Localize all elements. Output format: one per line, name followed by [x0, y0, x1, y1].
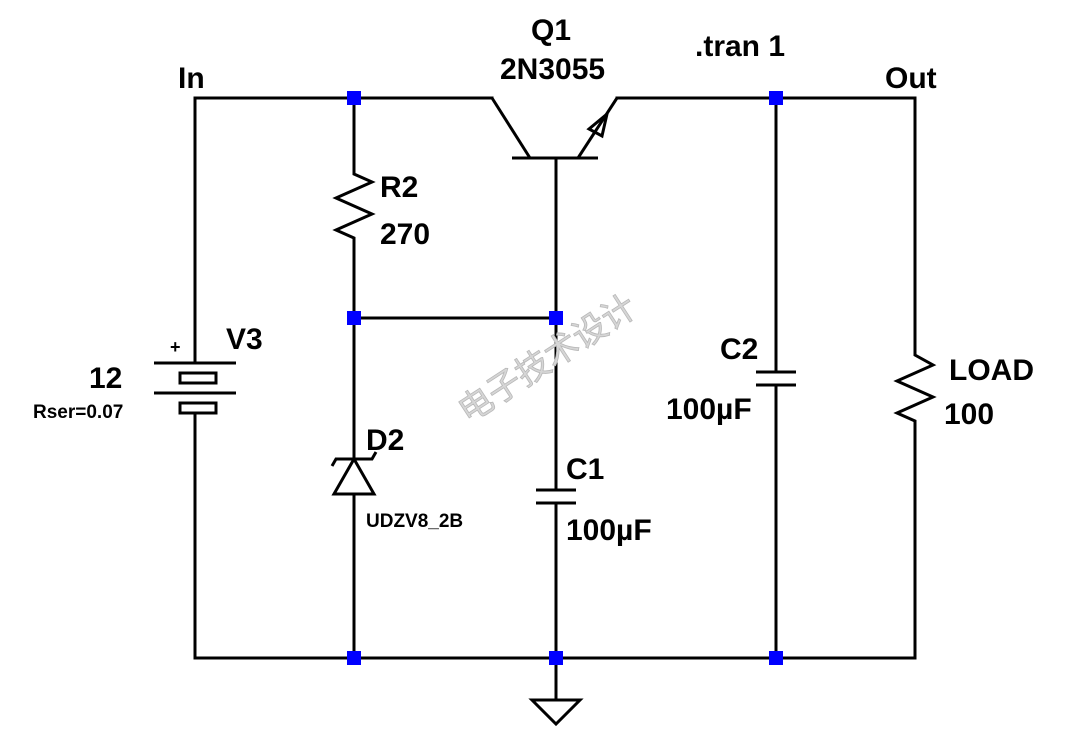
node-top-c2[interactable]	[769, 91, 783, 105]
q1-emitter-lead	[576, 97, 619, 159]
node-mid-r2[interactable]	[347, 311, 361, 325]
node-top-r2[interactable]	[347, 91, 361, 105]
v3-short-plate-top	[178, 371, 218, 385]
capacitor-c1-symbol	[536, 488, 576, 505]
battery-v3-symbol	[154, 361, 236, 415]
node-bottom-c2[interactable]	[769, 651, 783, 665]
d2-name-label[interactable]: D2	[366, 424, 404, 457]
load-name-label[interactable]: LOAD	[949, 354, 1034, 387]
node-bottom-c1[interactable]	[549, 651, 563, 665]
q1-emitter-arrow	[586, 110, 610, 139]
node-mid-base[interactable]	[549, 311, 563, 325]
q1-part-label[interactable]: 2N3055	[500, 53, 605, 86]
resistor-load-symbol	[893, 345, 937, 430]
tran-directive[interactable]: .tran 1	[695, 30, 785, 63]
capacitor-c2-symbol	[756, 370, 796, 387]
v3-rser-label[interactable]: Rser=0.07	[33, 402, 123, 423]
watermark-text: 电子技术设计	[451, 287, 644, 432]
c2-value-label[interactable]: 100µF	[666, 393, 752, 426]
load-value-label[interactable]: 100	[944, 398, 994, 431]
d2-part-label[interactable]: UDZV8_2B	[366, 511, 463, 532]
v3-name-label[interactable]: V3	[226, 323, 263, 356]
zener-d2-symbol	[330, 451, 378, 496]
resistor-r2-symbol	[332, 158, 376, 250]
d2-triangle	[331, 455, 377, 496]
ground-icon	[528, 698, 584, 727]
c2-name-label[interactable]: C2	[720, 333, 758, 366]
q1-collector-lead	[490, 97, 532, 159]
transistor-q1-symbol	[490, 97, 619, 160]
q1-name-label[interactable]: Q1	[531, 14, 571, 47]
v3-short-plate-bottom	[178, 401, 218, 415]
node-bottom-d2[interactable]	[347, 651, 361, 665]
wires	[193, 96, 917, 702]
c1-name-label[interactable]: C1	[566, 453, 604, 486]
r2-name-label[interactable]: R2	[380, 171, 418, 204]
net-label-out: Out	[885, 62, 937, 95]
c1-value-label[interactable]: 100µF	[566, 514, 652, 547]
component-labels: In Out .tran 1 Q1 2N3055 R2 270 V3 + 12 …	[33, 14, 1034, 547]
net-label-in: In	[178, 62, 205, 95]
r2-value-label[interactable]: 270	[380, 218, 430, 251]
v3-value-label[interactable]: 12	[89, 362, 122, 395]
junction-nodes	[347, 91, 783, 665]
v3-plus-sign: +	[170, 337, 181, 357]
